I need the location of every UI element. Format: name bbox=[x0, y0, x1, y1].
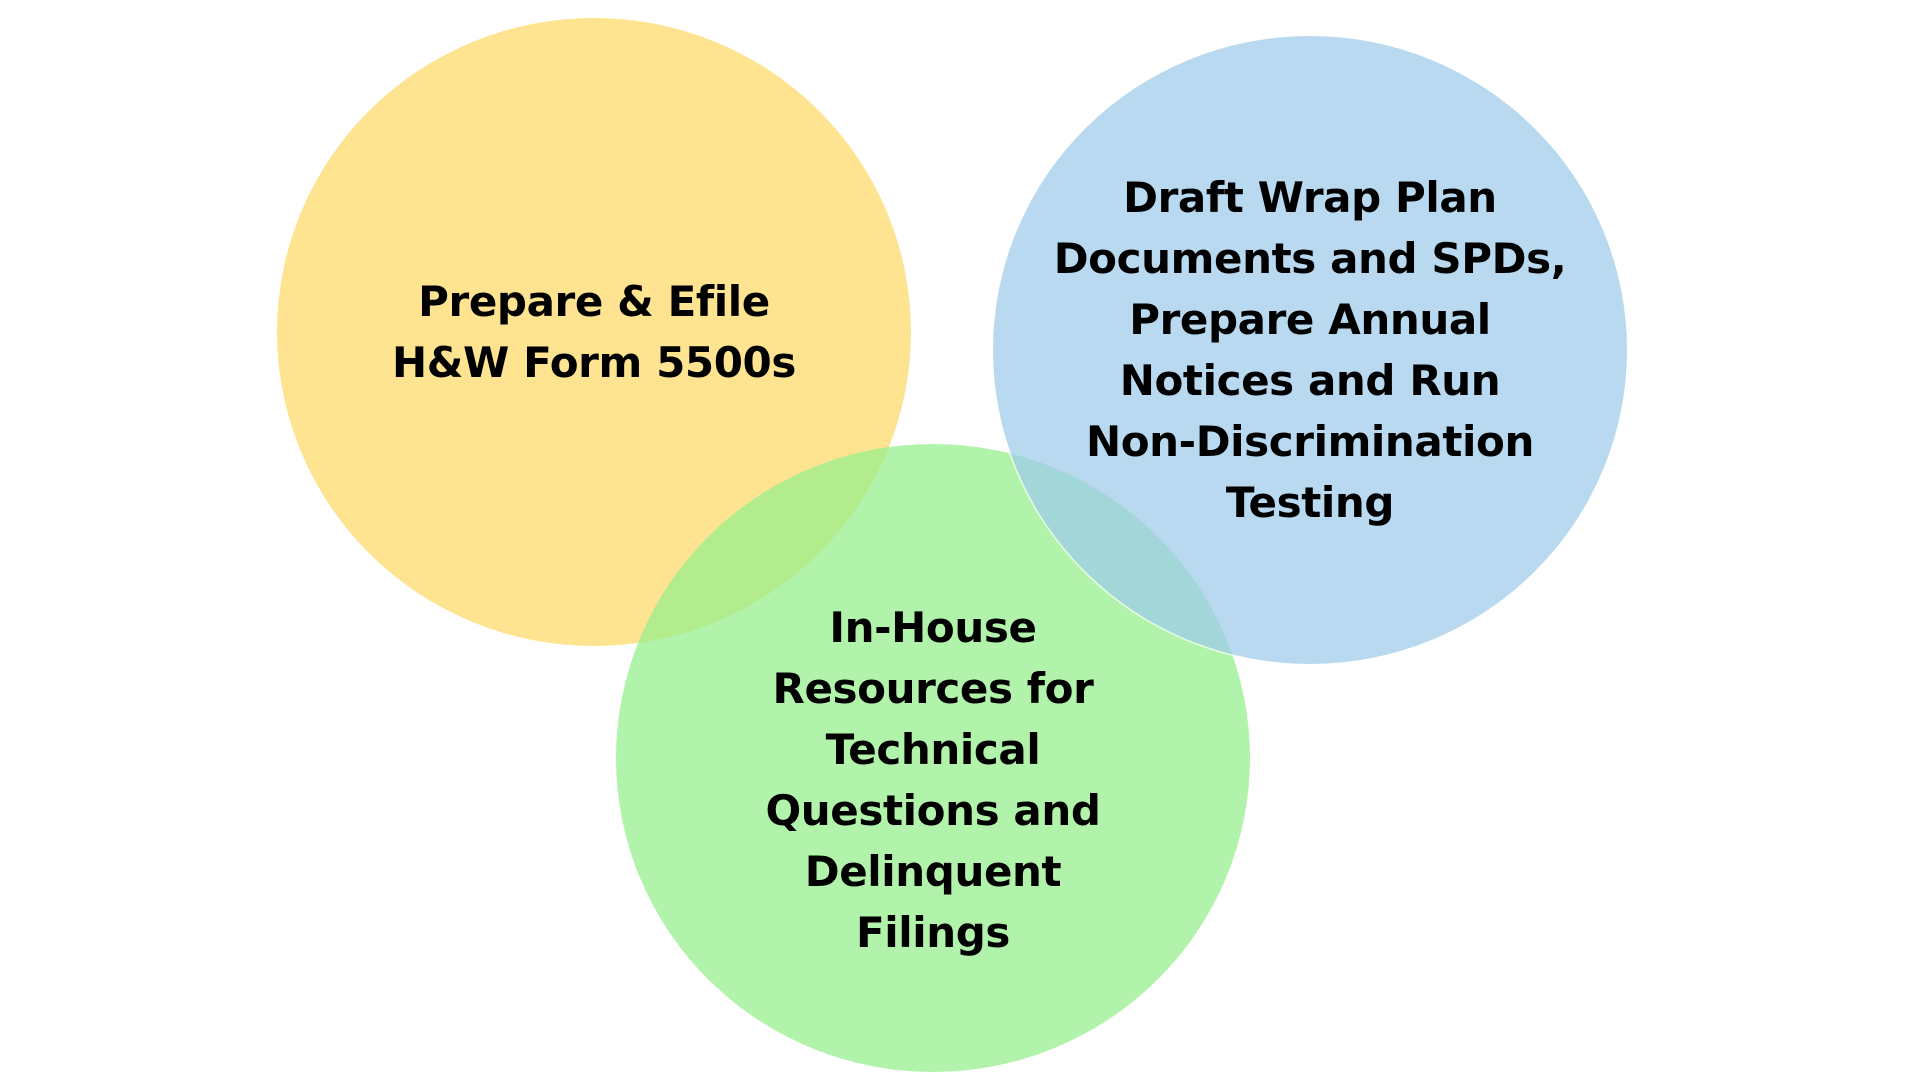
label-line: Draft Wrap Plan bbox=[1123, 173, 1497, 222]
label-line: Notices and Run bbox=[1119, 356, 1501, 405]
label-line: Resources for bbox=[772, 664, 1094, 713]
label-in-house-resources: In-House Resources for Technical Questio… bbox=[680, 596, 1186, 964]
label-line: Prepare Annual bbox=[1129, 295, 1491, 344]
label-line: H&W Form 5500s bbox=[392, 338, 796, 387]
label-wrap-plan-documents: Draft Wrap Plan Documents and SPDs, Prep… bbox=[1016, 166, 1604, 534]
label-line: Testing bbox=[1225, 478, 1395, 527]
label-line: Prepare & Efile bbox=[418, 277, 770, 326]
label-line: In-House bbox=[829, 603, 1037, 652]
label-line: Technical bbox=[825, 725, 1041, 774]
label-line: Filings bbox=[855, 908, 1011, 957]
label-line: Delinquent bbox=[804, 847, 1062, 896]
label-line: Questions and bbox=[765, 786, 1101, 835]
label-line: Documents and SPDs, bbox=[1053, 234, 1567, 283]
label-line: Non-Discrimination bbox=[1085, 417, 1535, 466]
label-form-5500: Prepare & Efile H&W Form 5500s bbox=[336, 270, 852, 394]
circle-wrap-plan-documents bbox=[993, 36, 1627, 664]
